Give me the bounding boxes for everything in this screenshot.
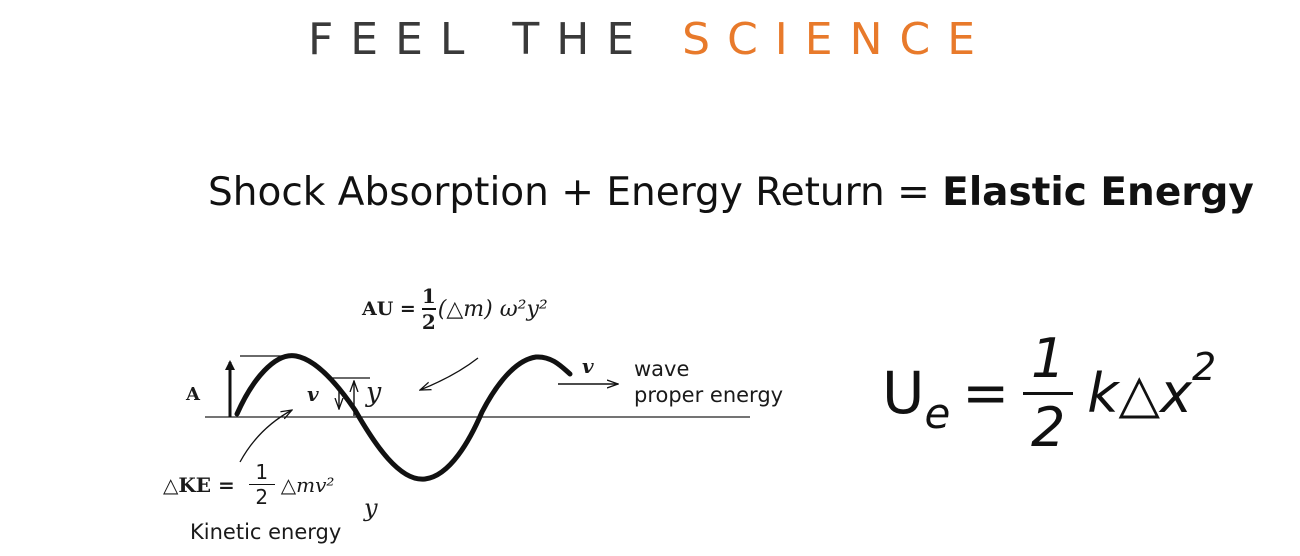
wave-label: wave proper energy [634, 356, 783, 408]
au-formula-lhs: AU = [362, 298, 416, 320]
au-formula-bar [421, 308, 436, 310]
wave-label-line1: wave [634, 357, 690, 381]
au-formula: AU = 1 2 (△m) ω²y² [362, 284, 548, 334]
elastic-formula-lhs: U [882, 359, 925, 427]
ke-label: Kinetic energy [190, 520, 342, 544]
elastic-formula-subscript: e [924, 388, 951, 438]
headline-emphasis: Elastic Energy [942, 170, 1254, 215]
wave-label-line2: proper energy [634, 383, 784, 407]
headline-part1: Shock Absorption + Energy Return = [208, 170, 943, 215]
elastic-formula-bar [1023, 391, 1074, 395]
ke-formula-fraction: 1 2 [248, 460, 275, 509]
ke-formula-rest: △mv² [280, 472, 335, 497]
elastic-formula-superscript: 2 [1191, 345, 1217, 389]
au-formula-fraction: 1 2 [421, 284, 436, 334]
headline: Shock Absorption + Energy Return = Elast… [208, 170, 1254, 215]
ke-formula-bar [248, 484, 275, 485]
header-word-science: SCIENCE [682, 14, 993, 65]
au-formula-den: 2 [421, 310, 436, 334]
ke-formula-subscript: y [364, 494, 378, 522]
wave-curve [234, 353, 573, 482]
elastic-formula-num: 1 [1031, 326, 1066, 390]
label-amplitude: A [186, 384, 200, 405]
header-word-feel-the: FEEL THE [307, 14, 652, 65]
ke-formula: △KE = 1 2 △mv² [163, 460, 334, 509]
elastic-formula-rest: k△x [1087, 361, 1192, 425]
elastic-formula-equals: = [962, 360, 1010, 426]
elastic-energy-formula: U e = 1 2 k△x 2 [882, 318, 1216, 468]
label-displacement-y: y [366, 377, 382, 408]
ke-formula-lhs: △KE = [163, 472, 235, 497]
au-formula-rest: (△m) ω²y² [437, 296, 548, 322]
label-wave-velocity: v [582, 354, 594, 378]
au-formula-num: 1 [421, 284, 436, 308]
elastic-formula-fraction: 1 2 [1023, 326, 1074, 459]
elastic-formula-den: 2 [1031, 395, 1066, 459]
ke-formula-num: 1 [255, 460, 269, 484]
label-velocity-small: v [307, 382, 319, 406]
page-header: FEEL THE SCIENCE [0, 14, 1300, 65]
ke-pointer-arrow [239, 410, 292, 463]
au-pointer-arrow [420, 357, 479, 390]
ke-formula-den: 2 [255, 485, 269, 509]
